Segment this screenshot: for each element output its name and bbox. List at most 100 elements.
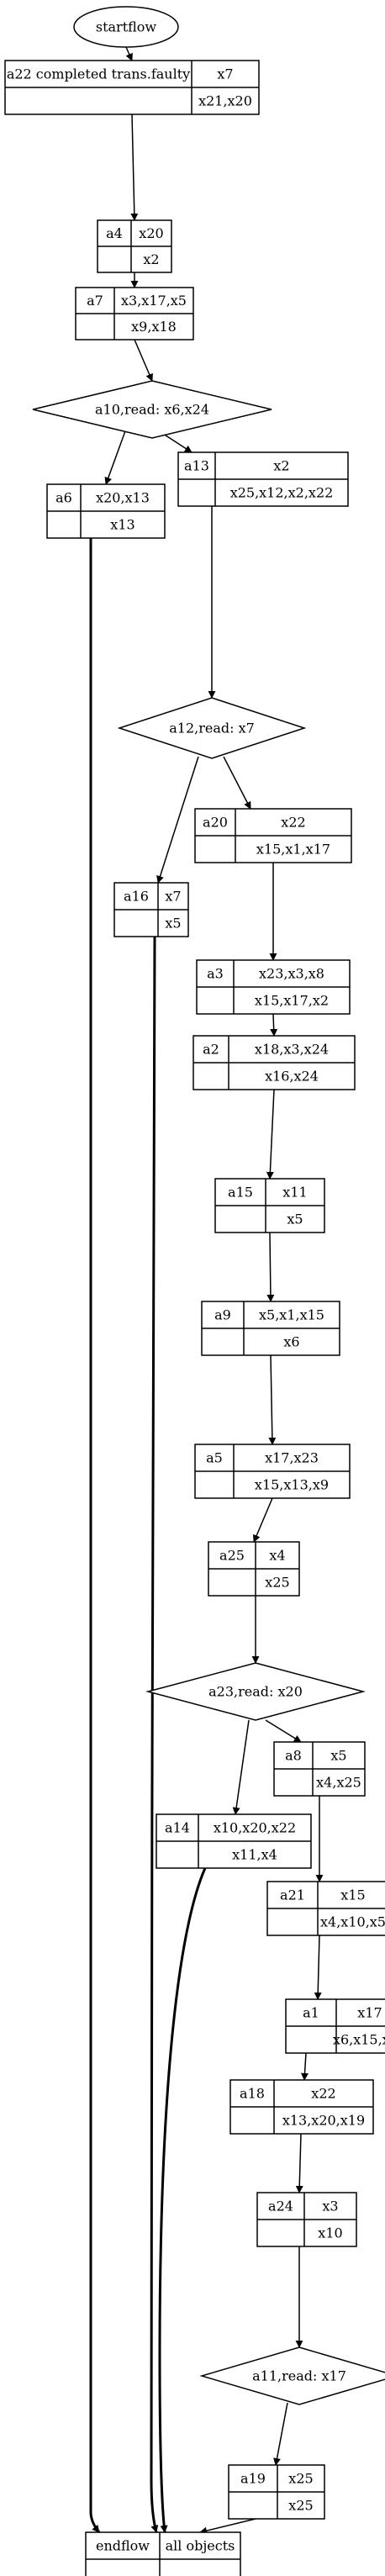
- edge-a2-to-a15: [266, 1089, 275, 1180]
- task-reads: x21,x20: [198, 93, 252, 109]
- task-writes: x7: [165, 889, 181, 905]
- task-node-a2: a2 x18,x3,x24 x16,x24: [192, 1035, 356, 1090]
- task-label: a3: [207, 966, 224, 982]
- edge-a19-to-end: [199, 2518, 256, 2535]
- task-reads: x15,x17,x2: [255, 993, 329, 1009]
- edge-a7-to-a10: [134, 339, 153, 382]
- task-writes: x7: [217, 66, 233, 82]
- edge-a1-to-a18: [301, 2052, 309, 2081]
- task-label: a5: [206, 1450, 223, 1466]
- end-label: endflow: [96, 2538, 150, 2554]
- edge-a21-to-a1: [314, 1935, 322, 2000]
- edge-a12-to-a16: [156, 756, 199, 884]
- task-label: a18: [240, 2086, 265, 2102]
- task-reads: x11,x4: [232, 1847, 277, 1863]
- task-writes: x25: [288, 2471, 313, 2487]
- edge-a10-to-a6: [104, 428, 127, 485]
- task-reads: x15,x1,x17: [256, 842, 330, 858]
- task-writes: x20: [139, 225, 163, 241]
- task-writes: x5: [330, 1748, 346, 1764]
- edge-a14-to-end: [158, 1867, 207, 2533]
- task-label: a4: [106, 225, 123, 241]
- edge-start-to-a22: [125, 46, 133, 61]
- edge-a3-to-a2: [270, 1013, 278, 1037]
- task-writes: x23,x3,x8: [259, 966, 324, 982]
- task-writes: x15: [340, 1887, 365, 1903]
- task-node-a22: a22 completed trans.faulty x7 x21,x20: [4, 60, 260, 115]
- task-label: a9: [214, 1307, 231, 1323]
- start-ellipse: [73, 6, 179, 48]
- task-writes: x22: [281, 815, 305, 831]
- task-reads: x13: [110, 517, 134, 533]
- task-label: a19: [240, 2471, 266, 2487]
- nodes: startflow a22 completed trans.faulty x7 x21…: [4, 6, 385, 2576]
- task-label: a6: [55, 490, 72, 506]
- end-node: endflow all objects: [85, 2531, 241, 2576]
- task-reads: x9,x18: [131, 319, 177, 335]
- decision-diamond: [32, 380, 272, 439]
- decision-label: a10,read: x6,x24: [95, 402, 209, 418]
- task-reads: x25,x12,x2,x22: [230, 485, 334, 501]
- task-writes: x5,x1,x15: [259, 1307, 324, 1323]
- edge-a9-to-a5: [268, 1354, 277, 1445]
- task-reads: x16,x24: [265, 1069, 319, 1085]
- task-node-a14: a14 x10,x20,x22 x11,x4: [156, 1813, 312, 1869]
- task-node-a20: a20 x22 x15,x1,x17: [194, 808, 352, 863]
- task-label: a21: [280, 1887, 305, 1903]
- task-reads: x25: [288, 2498, 313, 2514]
- start-node: startflow: [73, 6, 179, 48]
- decision-label: a11,read: x17: [252, 2368, 346, 2384]
- edges: [89, 46, 324, 2535]
- task-node-a6: a6 x20,x13 x13: [46, 483, 166, 539]
- task-reads: x10: [318, 2225, 342, 2241]
- task-label: a13: [184, 458, 209, 474]
- decision-node-a10: a10,read: x6,x24: [32, 380, 272, 439]
- task-reads: x6: [283, 1334, 299, 1350]
- task-reads: x13,x20,x19: [282, 2113, 365, 2129]
- task-writes: x22: [311, 2086, 335, 2102]
- task-node-a4: a4 x20 x2: [97, 219, 172, 273]
- task-writes: x17: [357, 2005, 382, 2021]
- task-label: a8: [285, 1748, 302, 1764]
- task-label: a20: [203, 815, 228, 831]
- task-writes: x11: [282, 1185, 307, 1201]
- edge-a12-to-a20: [223, 756, 251, 810]
- edge-a5-to-a25: [253, 1497, 273, 1543]
- task-reads: x6,x15,x16: [333, 2032, 385, 2048]
- task-reads: x2: [143, 251, 159, 267]
- task-writes: x17,x23: [265, 1450, 319, 1466]
- decision-node-a11: a11,read: x17: [199, 2346, 385, 2405]
- task-reads: x4,x25: [316, 1775, 361, 1791]
- end-objects: all objects: [166, 2538, 235, 2554]
- task-node-a16: a16 x7 x5: [113, 882, 189, 937]
- task-label: a15: [228, 1185, 253, 1201]
- decision-label: a12,read: x7: [169, 721, 255, 736]
- task-label: a2: [203, 1042, 219, 1058]
- task-writes: x18,x3,x24: [255, 1042, 329, 1058]
- task-reads: x5: [287, 1211, 303, 1227]
- task-node-a15: a15 x11 x5: [214, 1178, 325, 1233]
- decision-label: a23,read: x20: [208, 1684, 303, 1700]
- task-reads: x5: [165, 916, 181, 932]
- task-label: a16: [124, 889, 149, 905]
- task-node-a19: a19 x25 x25: [228, 2464, 325, 2520]
- start-label: startflow: [96, 19, 157, 35]
- task-writes: x10,x20,x22: [214, 1820, 296, 1836]
- edge-a23-to-a14: [232, 1719, 250, 1815]
- task-label: a14: [165, 1820, 190, 1836]
- task-reads: x15,x13,x9: [255, 1477, 329, 1493]
- decision-diamond: [117, 697, 307, 759]
- edge-a16-to-end: [150, 936, 159, 2533]
- decision-diamond: [199, 2346, 385, 2405]
- end-box: [85, 2531, 241, 2576]
- task-label: a22 completed trans.faulty: [7, 66, 190, 82]
- task-node-a18: a18 x22 x13,x20,x19: [229, 2079, 374, 2135]
- task-writes: x20,x13: [96, 490, 150, 506]
- task-node-a5: a5 x17,x23 x15,x13,x9: [194, 1444, 351, 1499]
